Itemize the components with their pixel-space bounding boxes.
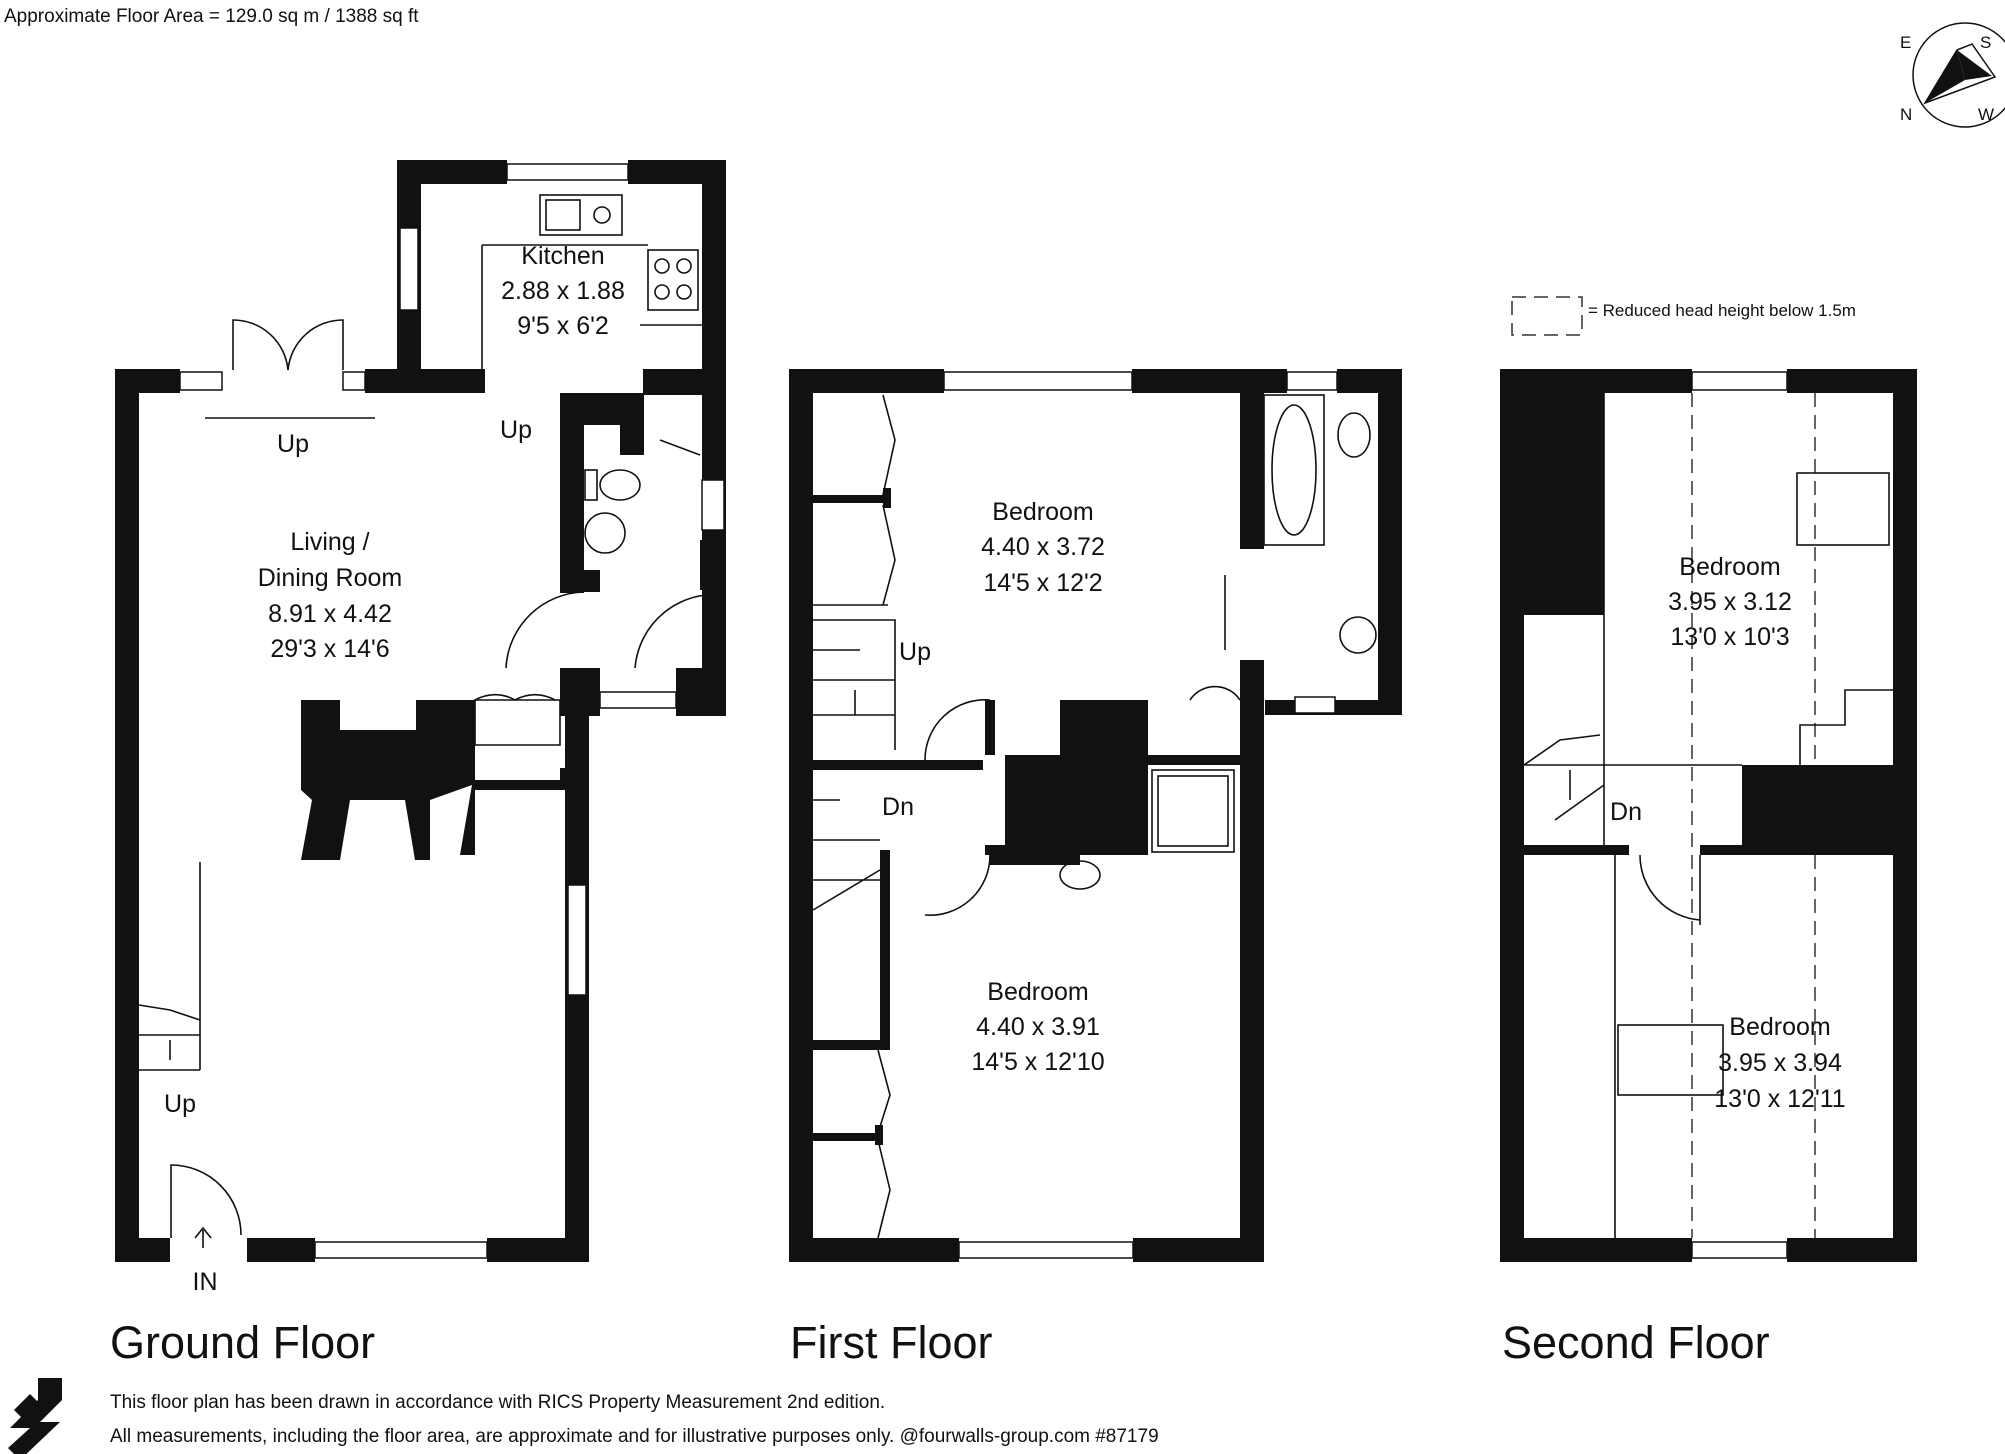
entrance-label: IN	[193, 1268, 218, 1296]
door-swing	[505, 591, 585, 669]
bedroom-lower-imperial: 13'0 x 12'11	[1714, 1085, 1845, 1113]
bedroom-upper-name: Bedroom	[1679, 553, 1780, 581]
living-metric: 8.91 x 4.42	[268, 600, 392, 628]
legend: = Reduced head height below 1.5m	[1511, 296, 1856, 336]
window	[506, 163, 629, 181]
hob-icon	[647, 249, 699, 311]
first-up-label: Up	[899, 638, 931, 666]
french-door	[232, 319, 289, 371]
basin-icon	[1059, 860, 1101, 890]
bedroom-upper-metric: 3.95 x 3.12	[1668, 588, 1792, 616]
window	[314, 1241, 488, 1259]
window	[567, 884, 587, 996]
footer-line2: All measurements, including the floor ar…	[110, 1426, 1159, 1447]
floor-area-text: Approximate Floor Area = 129.0 sq m / 13…	[4, 6, 419, 27]
living-name-line1: Living /	[290, 528, 369, 556]
footer-line1: This floor plan has been drawn in accord…	[110, 1392, 885, 1413]
fourwalls-logo-icon	[8, 1378, 62, 1454]
up-kitchen-label: Up	[500, 416, 532, 444]
compass-icon: E S N W	[1900, 22, 2005, 128]
second-floor-plan: Bedroom 3.95 x 3.12 13'0 x 10'3 Bedroom …	[1500, 369, 1917, 1262]
window	[701, 479, 725, 531]
window	[1286, 371, 1338, 391]
bedroom-rear-name: Bedroom	[987, 978, 1088, 1006]
bedroom-rear-metric: 4.40 x 3.91	[976, 1013, 1100, 1041]
bedroom-lower-metric: 3.95 x 3.94	[1718, 1049, 1842, 1077]
living-name-line2: Dining Room	[258, 564, 403, 592]
up-doors-label: Up	[277, 430, 309, 458]
window	[1691, 1241, 1788, 1259]
bedroom-front-metric: 4.40 x 3.72	[981, 533, 1105, 561]
second-floor-title: Second Floor	[1502, 1317, 1770, 1368]
compass-e: E	[1900, 33, 1911, 52]
first-floor-title: First Floor	[790, 1317, 993, 1368]
shower-icon	[1151, 769, 1235, 853]
bath-icon	[1263, 394, 1325, 546]
door-swing	[634, 594, 707, 669]
window	[599, 691, 677, 709]
first-floor-plan: Bedroom 4.40 x 3.72 14'5 x 12'2 Bedroom …	[789, 369, 1402, 1262]
french-door	[287, 319, 344, 371]
legend-text: = Reduced head height below 1.5m	[1588, 301, 1856, 320]
ground-floor-title: Ground Floor	[110, 1317, 375, 1368]
window	[1691, 371, 1788, 391]
bedroom-rear-imperial: 14'5 x 12'10	[971, 1048, 1104, 1076]
toilet-icon	[599, 469, 641, 501]
window	[179, 371, 223, 391]
entrance-arrow-icon	[194, 1226, 212, 1248]
bedroom-front-name: Bedroom	[992, 498, 1093, 526]
window	[399, 227, 419, 311]
toilet-icon	[1337, 412, 1371, 458]
entrance-door	[170, 1164, 242, 1238]
legend-swatch	[1511, 296, 1583, 336]
chimney-breast	[1005, 755, 1148, 855]
chimney-breast	[301, 700, 589, 860]
bedroom-lower-name: Bedroom	[1729, 1013, 1830, 1041]
skylight	[1796, 472, 1890, 546]
basin-icon	[584, 512, 626, 554]
basin-icon	[1339, 616, 1377, 654]
ground-floor-plan: Kitchen 2.88 x 1.88 9'5 x 6'2 Living / D…	[115, 160, 726, 1296]
kitchen-name: Kitchen	[521, 242, 604, 270]
compass-n: N	[1900, 105, 1912, 124]
window	[958, 1241, 1134, 1259]
window	[943, 371, 1133, 391]
compass-s: S	[1980, 33, 1991, 52]
sink-icon	[539, 194, 623, 236]
first-down-label: Dn	[882, 793, 914, 821]
kitchen-metric: 2.88 x 1.88	[501, 277, 625, 305]
window	[342, 371, 366, 391]
living-imperial: 29'3 x 14'6	[270, 635, 389, 663]
window	[1294, 696, 1336, 714]
bedroom-upper-imperial: 13'0 x 10'3	[1670, 623, 1789, 651]
skylight	[1617, 1024, 1724, 1096]
kitchen-imperial: 9'5 x 6'2	[517, 312, 609, 340]
bedroom-front-imperial: 14'5 x 12'2	[983, 569, 1102, 597]
compass-w: W	[1978, 105, 1994, 124]
up-stairs-label: Up	[164, 1090, 196, 1118]
second-down-label: Dn	[1610, 798, 1642, 826]
